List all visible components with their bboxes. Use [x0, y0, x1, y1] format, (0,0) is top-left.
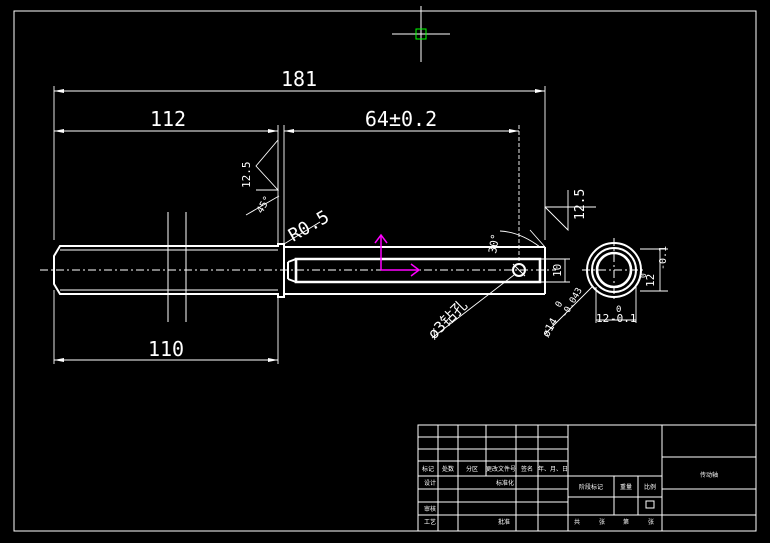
- dimension-slot-width: [540, 258, 570, 283]
- roughness-upper-text: 12.5: [240, 162, 253, 189]
- dim-text-slot: 64±0.2: [365, 107, 437, 131]
- row-label-mark: 标记: [422, 465, 434, 473]
- chamfer-text: 45°: [255, 194, 274, 215]
- review-label: 审核: [424, 505, 436, 513]
- row-label-change: 更改文件号: [486, 465, 516, 473]
- fillet-leader: [283, 221, 321, 245]
- sheet-total-label: 共: [574, 518, 580, 526]
- section-height-text: 12: [644, 274, 657, 287]
- slot-width-text: 10: [551, 264, 564, 277]
- approve-label: 批准: [498, 518, 510, 526]
- tube-diameter-leader: [544, 286, 593, 335]
- tube-tol-upper-text: 0: [554, 300, 565, 310]
- row-label-date: 年、月、日: [538, 465, 568, 473]
- dimension-181: [53, 86, 546, 240]
- section-view: [582, 238, 646, 302]
- section-height-tol: 0: [639, 273, 648, 278]
- tube-diameter-text: ø14: [539, 315, 560, 339]
- cone-angle-text: 30°: [486, 233, 502, 255]
- pin-hole-text: ø3钻孔: [424, 296, 471, 343]
- dimension-64: [283, 125, 520, 264]
- section-width-upper: -0.1: [610, 312, 637, 325]
- title-block: [417, 424, 757, 532]
- ucs-axis-icon: [374, 233, 421, 277]
- dimension-110: [53, 290, 279, 364]
- design-label: 设计: [424, 479, 436, 487]
- dim-text-left: 112: [150, 107, 186, 131]
- sheet-number-label: 第: [623, 518, 629, 526]
- section-width-text: 12: [596, 312, 609, 325]
- section-height-upper: -0.1: [658, 246, 669, 270]
- cone-angle-mark: [499, 229, 546, 248]
- process-label: 工艺: [424, 518, 436, 526]
- dimension-section-width: [595, 287, 637, 323]
- fillet-text: R0.5: [285, 206, 333, 246]
- dimension-section-height: [640, 248, 668, 292]
- scale-label: 比例: [644, 483, 656, 491]
- chamfer-leader: [245, 195, 280, 216]
- part-name: 传动轴: [700, 471, 718, 479]
- section-width-tol: 0: [616, 305, 621, 315]
- sheet-border: [13, 10, 757, 532]
- dim-text-shaft: 110: [148, 337, 184, 361]
- dim-text-overall: 181: [281, 67, 317, 91]
- tube-tol-lower-text: -0.043: [560, 286, 585, 319]
- pin-hole-leader: [431, 274, 515, 339]
- crosshair-cursor: [392, 6, 450, 62]
- roughness-symbol-right: [544, 190, 596, 232]
- sheet-unit-label-2: 张: [648, 518, 654, 526]
- roughness-right-text: 12.5: [573, 189, 588, 220]
- roughness-symbol-upper: [255, 139, 280, 191]
- stage-label: 阶段标记: [579, 483, 603, 491]
- standardize-label: 标准化: [496, 479, 514, 487]
- row-label-zone: 分区: [466, 465, 478, 473]
- row-label-sign: 签名: [521, 465, 533, 473]
- row-label-count: 处数: [442, 465, 454, 473]
- weight-label: 重量: [620, 483, 632, 491]
- sheet-unit-label-1: 张: [599, 518, 605, 526]
